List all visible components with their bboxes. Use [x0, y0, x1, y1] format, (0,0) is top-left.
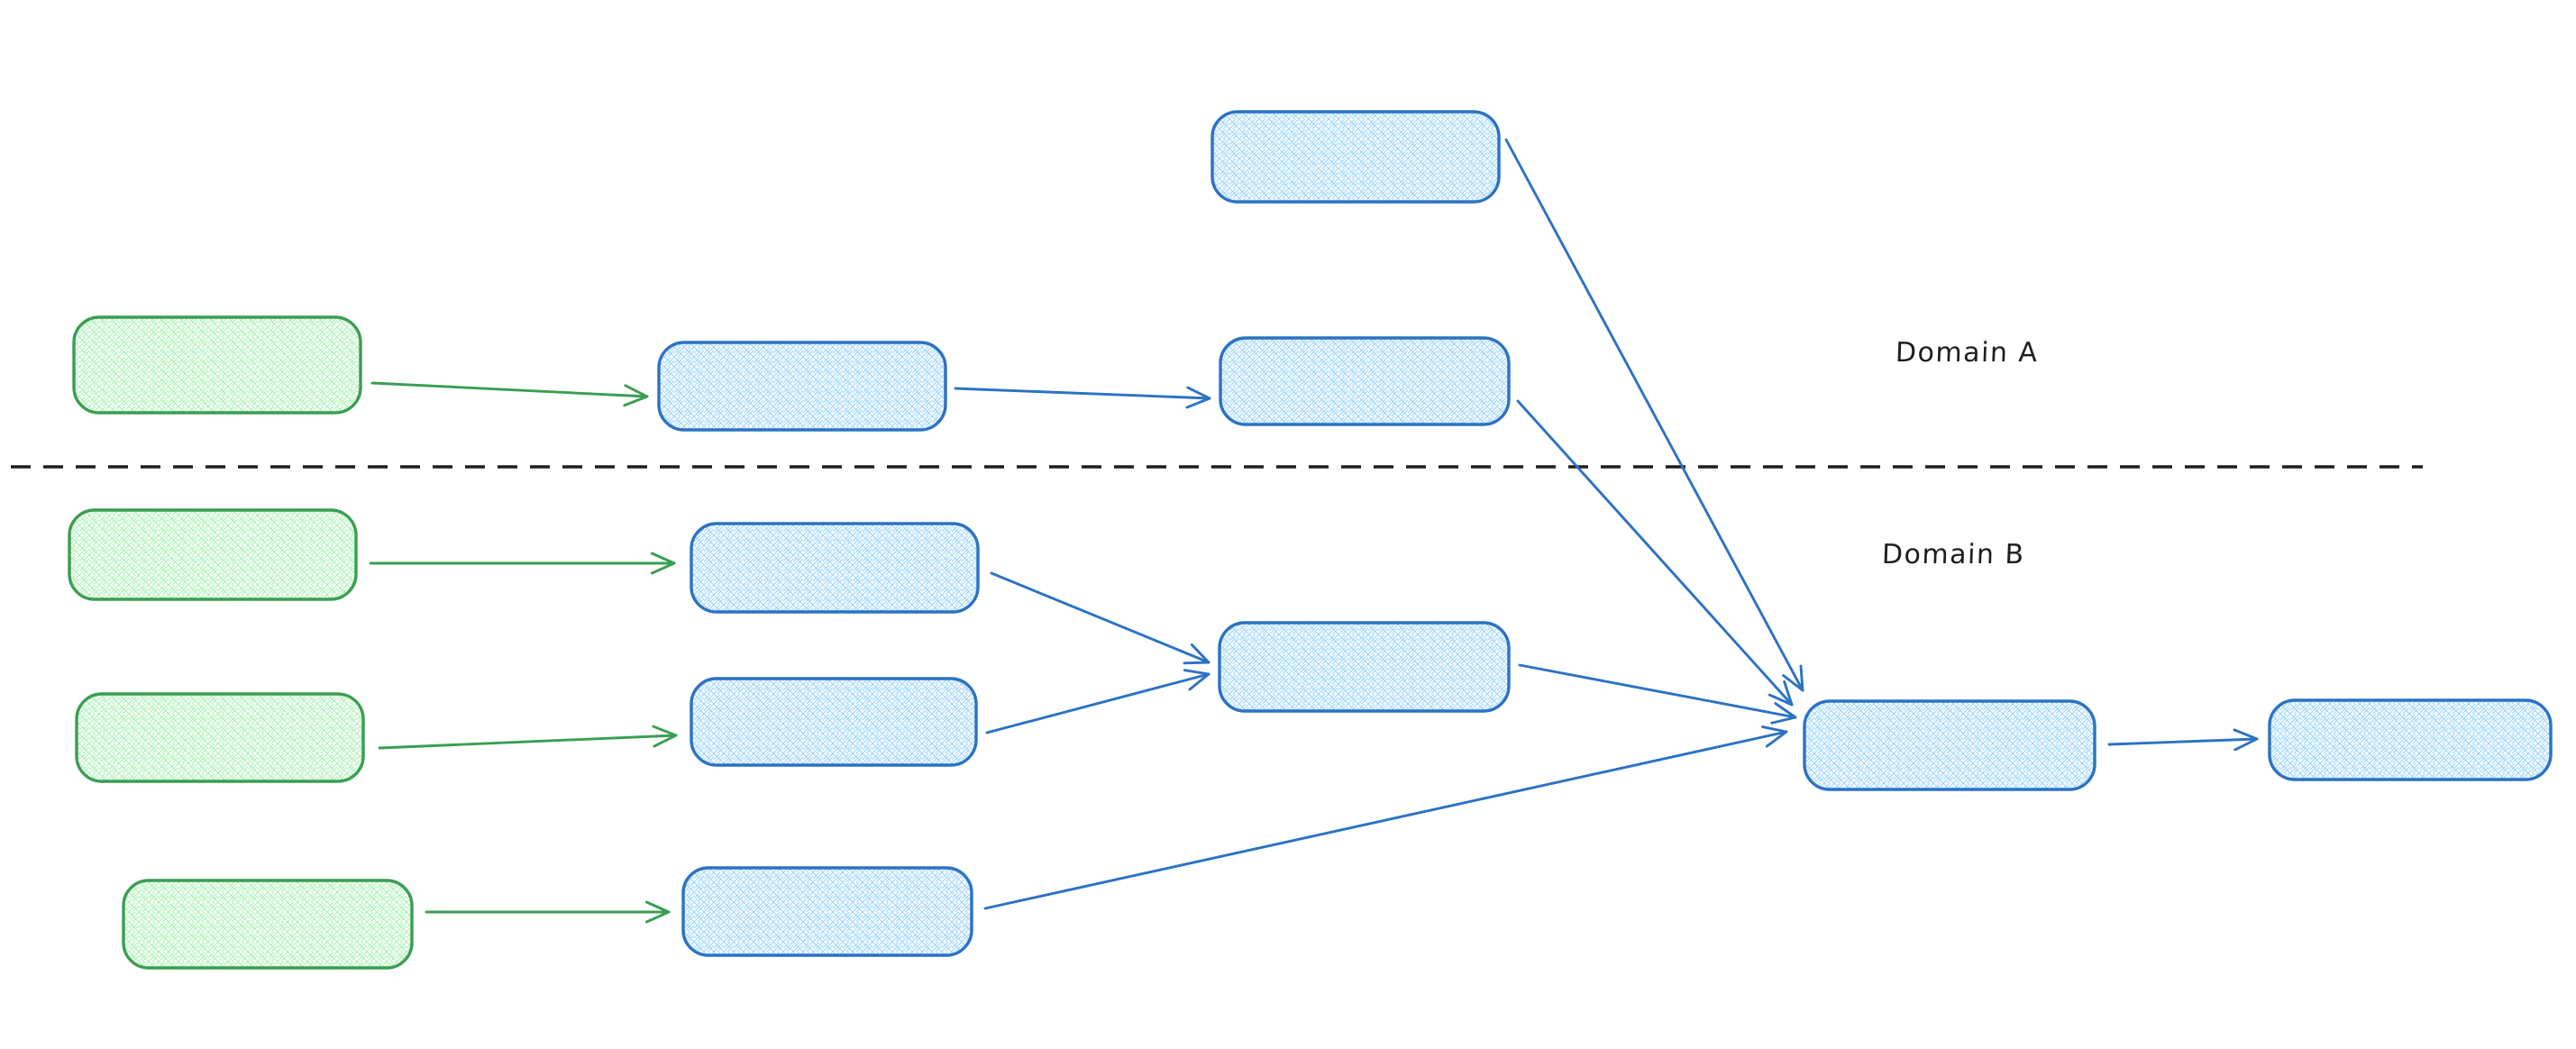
arrow-b-input2-to-step2: [378, 725, 678, 750]
output-box: [2268, 698, 2553, 781]
arrow-a-step2-to-main-merge: [1516, 399, 1794, 707]
domain-b-merge-box: [1218, 621, 1511, 713]
main-merge-box: [1803, 699, 2096, 791]
arrow-a-input-to-step1: [370, 381, 649, 407]
domain-a-top-source-box: [1210, 110, 1501, 204]
domain-b-input-3-box: [122, 879, 414, 970]
domain-b-input-2-box: [75, 692, 365, 783]
arrow-b-step2-to-b-merge: [985, 669, 1210, 734]
arrow-top-to-main-merge: [1504, 138, 1804, 692]
domain-b-label: Domain B: [1881, 539, 2026, 570]
domain-b-step-3-box: [681, 866, 973, 957]
arrow-a-step1-to-step2: [954, 386, 1211, 409]
arrow-b-merge-to-main-merge: [1518, 663, 1797, 725]
domain-a-input-box: [72, 315, 362, 415]
domain-b-input-1-box: [68, 508, 358, 601]
arrow-b-step3-to-main-merge: [983, 725, 1788, 910]
domain-b-step-1-box: [690, 522, 980, 614]
arrow-b-step1-to-b-merge: [990, 571, 1210, 665]
domain-a-step-2-box: [1219, 336, 1511, 426]
domain-a-label: Domain A: [1895, 337, 2040, 369]
arrow-b-input3-to-step3: [425, 900, 671, 924]
arrow-main-merge-to-output: [2107, 728, 2259, 752]
domain-a-step-1-box: [657, 341, 947, 432]
domain-b-step-2-box: [690, 677, 978, 767]
arrow-b-input1-to-step1: [369, 552, 676, 575]
